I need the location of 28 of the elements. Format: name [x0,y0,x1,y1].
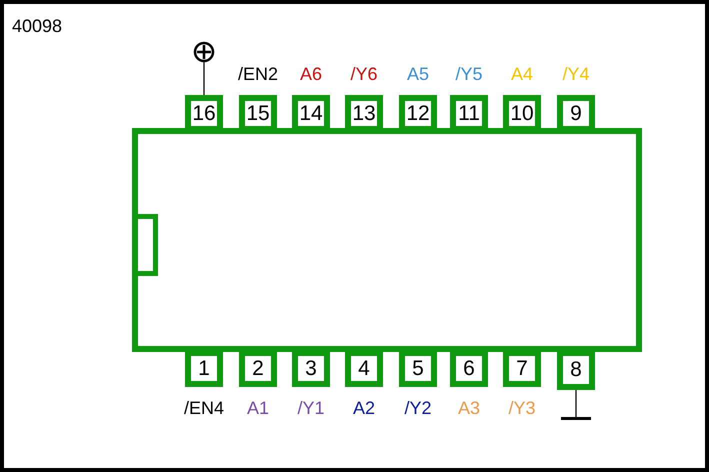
pin-label: /Y2 [404,398,432,419]
pin-label: A4 [510,64,534,85]
pin-label: /Y1 [297,398,325,419]
power-symbol [194,42,214,62]
connector-line [575,390,577,417]
pin-label: /EN2 [238,64,278,85]
pin-label: /Y3 [508,398,536,419]
pin-label: /Y5 [455,64,483,85]
pin-box: 1 [185,350,223,387]
pin-label: A2 [352,398,376,419]
pin-label: /Y4 [562,64,590,85]
pin-box: 8 [557,350,595,390]
pin-label: /EN4 [184,398,224,419]
connector-line [203,61,205,95]
pin-label: /Y6 [350,64,378,85]
pin-box: 5 [399,350,437,387]
pin-box: 7 [503,350,541,387]
chip-body [132,128,642,352]
chip-title: 40098 [12,16,62,37]
pin-box: 6 [450,350,488,387]
pin-label: A3 [458,398,480,419]
pin-box: 4 [345,350,383,387]
pin-label: A6 [300,64,322,85]
pin-label: A5 [406,64,430,85]
ground-symbol [561,417,591,420]
pin-label: A1 [246,398,270,419]
pin-box: 3 [292,350,330,387]
pin-box: 2 [239,350,277,387]
